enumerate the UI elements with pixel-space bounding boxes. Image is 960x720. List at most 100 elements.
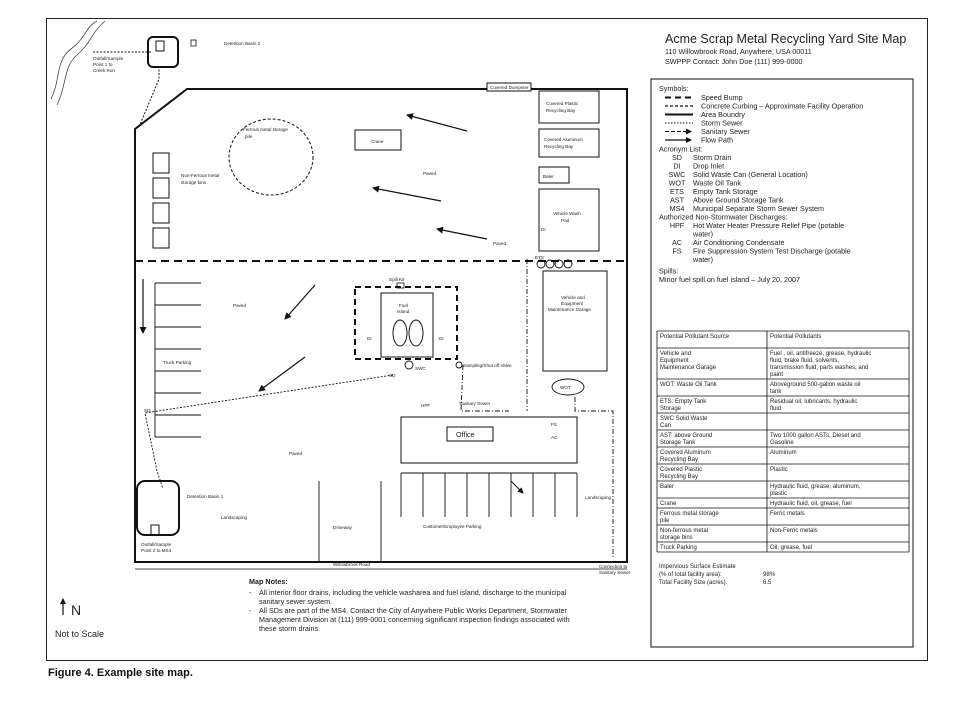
vehicle-wash-pad: [538, 188, 600, 252]
plastic-bay: [538, 90, 600, 124]
discharge-text: Fire Suppression System Test Discharge (…: [693, 247, 851, 256]
aluminum-bay: [538, 128, 600, 158]
ets-tank: [563, 259, 573, 269]
facility-size-value: 6.5: [763, 580, 772, 586]
hpf-label: HPF: [421, 403, 430, 408]
crane: [354, 129, 402, 151]
figure-caption: Figure 4. Example site map.: [48, 667, 193, 679]
symbol-label: Concrete Curbing – Approximate Facility …: [701, 102, 863, 111]
baler-label: Baler: [543, 174, 554, 179]
office-sign: [446, 426, 494, 442]
note-line: sanitary sewer system.: [259, 597, 332, 606]
flow-arrow: [510, 480, 524, 494]
acronym-text: Drop Inlet: [693, 162, 724, 171]
spill-kit-symbol: [396, 282, 405, 289]
note-line: these storm drains.: [259, 624, 320, 633]
notes-title: Map Notes:: [249, 577, 288, 586]
acronym-text: Waste Oil Tank: [693, 179, 741, 188]
truck-parking-stalls: [154, 282, 201, 438]
table-cell-source: Ferrous metal storage: [660, 511, 719, 517]
symbol-label: Sanitary Sewer: [701, 127, 750, 136]
symbol-label: Area Boundry: [701, 110, 745, 119]
non-ferrous-label: Non-Ferrous metal: [181, 173, 219, 178]
paved-label: Paved: [233, 303, 246, 308]
detention-basin-1-label: Detention Basin 1: [187, 494, 224, 499]
flow-arrow: [406, 113, 468, 132]
flow-arrow: [258, 356, 306, 392]
plastic-bay-label: Covered Plastic: [546, 101, 579, 106]
acronym-code: SWC: [669, 170, 686, 179]
detention-basin-1: [136, 480, 180, 536]
north-letter: N: [71, 602, 81, 618]
creek-line: [50, 20, 98, 100]
acronym-text: Storm Drain: [693, 153, 731, 162]
note-line: Management Division at (111) 999-0001 co…: [259, 615, 570, 624]
table-cell-source: Vehicle and: [660, 351, 691, 357]
discharge-code: FS: [672, 247, 681, 256]
table-cell-source: SWC Solid Waste: [660, 416, 708, 422]
acronym-code: ETS: [670, 187, 684, 196]
discharge-text: Air Conditioning Condensate: [693, 238, 785, 247]
table-cell-source: storage bins: [660, 535, 693, 541]
site-map-title: Acme Scrap Metal Recycling Yard Site Map: [665, 32, 906, 46]
ac-label: AC: [551, 435, 558, 440]
table-cell-pollutant: fluid: [770, 406, 781, 412]
connection-label: Connection to: [599, 564, 628, 569]
vehicle-wash-label: Pad: [561, 218, 570, 223]
ferrous-storage-pile: [228, 118, 314, 196]
outfall-1-label: Point 1 to: [93, 62, 113, 67]
table-cell-source: Truck Parking: [660, 545, 697, 551]
maintenance-garage: [542, 270, 608, 372]
landscaping-label: Landscaping: [221, 515, 247, 520]
paved-label: Paved: [423, 171, 436, 176]
acronym-code: MS4: [670, 204, 685, 213]
non-ferrous-bin: [152, 227, 170, 249]
table-cell-pollutant: Fuel , oil, antifreeze, grease, hydrauli…: [770, 351, 871, 357]
table-cell-pollutant: Hydraulic fluid, grease, aluminum,: [770, 484, 861, 490]
table-cell-pollutant: Oil, grease, fuel: [770, 545, 812, 551]
spill-kit-label: Spill Kit: [389, 277, 405, 282]
impervious-title: Impervious Surface Estimate: [659, 564, 736, 570]
site-address: 110 Willowbrook Road, Anywhere, USA 0001…: [665, 47, 812, 56]
table-cell-pollutant: Aluminum: [770, 450, 797, 456]
wot-tank: [551, 378, 585, 396]
acronym-code: WOT: [669, 179, 686, 188]
facility-size-label: Total Facility Size (acres):: [659, 580, 728, 586]
table-cell-source: WOT: Waste Oil Tank: [660, 382, 718, 388]
note-bullet: -: [249, 588, 252, 597]
table-cell-source: pile: [660, 518, 670, 524]
discharge-text: Hot Water Heater Pressure Relief Pipe (p…: [693, 221, 844, 230]
table-cell-source: Storage Tank: [660, 440, 696, 446]
discharges-title: Authorized Non-Stormwater Discharges:: [659, 213, 788, 222]
impervious-pct-value: 98%: [763, 572, 776, 578]
discharge-text: water): [692, 255, 713, 264]
discharge-code: AC: [672, 238, 682, 247]
fuel-island-label: Fuel: [399, 303, 408, 308]
covered-dumpster: [486, 82, 532, 92]
ferrous-pile-label: pile: [245, 134, 253, 139]
discharge-code: HPF: [670, 221, 685, 230]
table-cell-source: Baler: [660, 484, 674, 490]
outfall-symbol: [155, 40, 165, 52]
acronym-code: AST: [670, 196, 685, 205]
wot-label: WOT: [560, 385, 571, 390]
legend-box: [650, 78, 914, 648]
table-cell-pollutant: Aboveground 500-gallon waste oil: [770, 382, 860, 388]
outfall-symbol: [150, 524, 160, 536]
acronym-text: Municipal Separate Storm Sewer System: [693, 204, 824, 213]
ast-tank: [408, 319, 424, 347]
connection-label: Sanitary Sewer: [599, 570, 631, 575]
symbol-label: Speed Bump: [701, 93, 743, 102]
vehicle-wash-label: Vehicle Wash: [553, 211, 581, 216]
swc-symbol: [404, 360, 414, 370]
fuel-island-label: Island: [397, 309, 410, 314]
table-cell-pollutant: Ferric metals: [770, 511, 805, 517]
di-label: DI: [439, 336, 444, 341]
landscaping-label: Landscaping: [585, 495, 611, 500]
flow-arrow: [372, 185, 442, 202]
table-cell-pollutant: Residual oil, lubricants, hydraulic: [770, 399, 857, 405]
garage-label: Vehicle and: [561, 295, 585, 300]
di-label: DI: [367, 336, 372, 341]
